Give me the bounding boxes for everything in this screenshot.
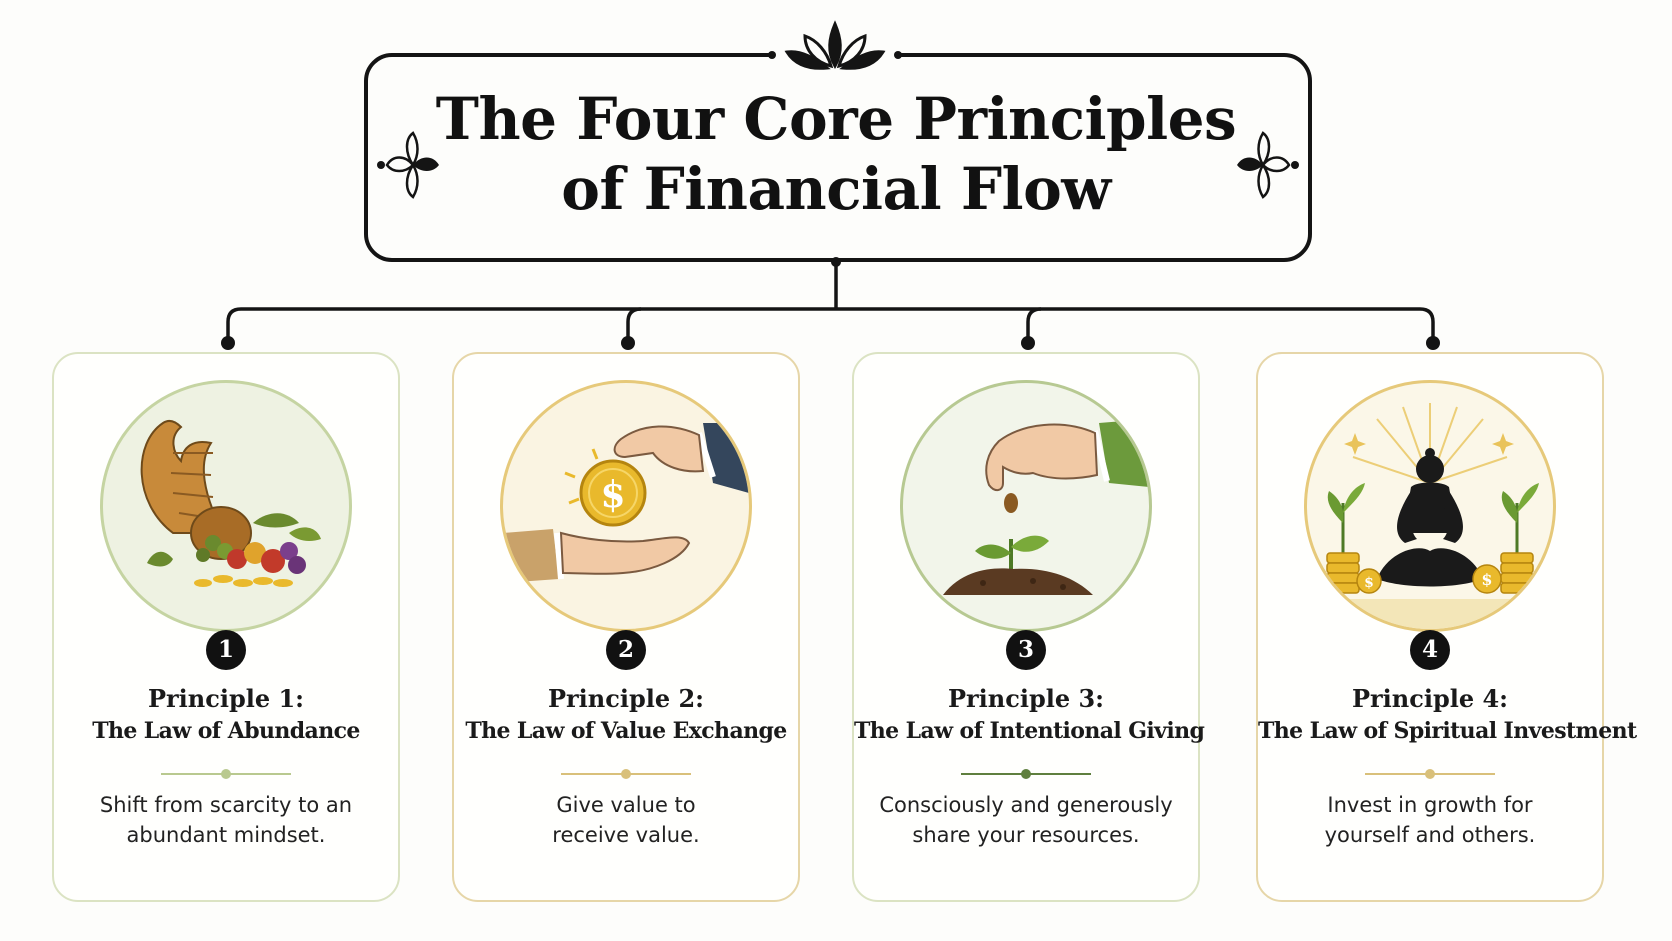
principle-description-1: Shift from scarcity to an abundant minds…: [74, 790, 378, 850]
principle-label-3: Principle 3:: [947, 684, 1105, 713]
principle-card-3: 3 Principle 3: The Law of Intentional Gi…: [852, 352, 1205, 902]
step-number-1: 1: [206, 630, 246, 670]
svg-text:$: $: [600, 474, 625, 516]
divider-4: [1365, 769, 1495, 779]
description-line: abundant mindset.: [126, 823, 326, 847]
principle-name-1: The Law of Abundance: [92, 718, 360, 744]
description-line: share your resources.: [912, 823, 1140, 847]
step-number-3: 3: [1006, 630, 1046, 670]
page-title: The Four Core Principles of Financial Fl…: [0, 84, 1672, 224]
principle-card-1: 1 Principle 1: The Law of Abundance Shif…: [52, 352, 400, 902]
seedling-icon: [900, 380, 1152, 632]
principle-label-2: Principle 2:: [547, 684, 705, 713]
title-line-2: of Financial Flow: [561, 155, 1111, 223]
principle-label-1: Principle 1:: [147, 684, 305, 713]
description-line: Invest in growth for: [1327, 793, 1533, 817]
principle-name-3: The Law of Intentional Giving: [854, 718, 1205, 744]
lotus-icon: [784, 20, 886, 70]
divider-1: [161, 769, 291, 779]
title-top-dot-left: [768, 51, 776, 59]
fleur-left-icon: [377, 131, 439, 199]
title-top-dot-right: [894, 51, 902, 59]
principle-card-2: $ 2 Principle 2: The Law of Value Exchan…: [452, 352, 800, 902]
coin-exchange-icon: $: [500, 380, 752, 632]
title-line-1: The Four Core Principles: [435, 85, 1237, 153]
description-line: Consciously and generously: [879, 793, 1173, 817]
principle-card-4: $ $ 4 Principle 4: The Law of Spiritual …: [1256, 352, 1637, 902]
meditation-icon: $ $: [1304, 380, 1556, 632]
principle-name-4: The Law of Spiritual Investment: [1258, 718, 1637, 744]
principle-description-4: Invest in growth for yourself and others…: [1278, 790, 1582, 850]
principle-description-2: Give value to receive value.: [474, 790, 778, 850]
description-line: Shift from scarcity to an: [99, 793, 353, 817]
fleur-right-icon: [1237, 131, 1299, 199]
tree-connectors: [221, 257, 1440, 350]
principle-description-3: Consciously and generously share your re…: [874, 790, 1178, 850]
divider-3: [961, 769, 1091, 779]
principle-name-2: The Law of Value Exchange: [465, 718, 787, 744]
description-line: Give value to: [556, 793, 696, 817]
svg-text:$: $: [1481, 570, 1492, 589]
principle-label-4: Principle 4:: [1351, 684, 1509, 713]
divider-2: [561, 769, 691, 779]
description-line: yourself and others.: [1324, 823, 1536, 847]
description-line: receive value.: [552, 823, 700, 847]
cornucopia-icon: [100, 380, 352, 632]
step-number-2: 2: [606, 630, 646, 670]
step-number-4: 4: [1410, 630, 1450, 670]
svg-text:$: $: [1364, 575, 1374, 591]
